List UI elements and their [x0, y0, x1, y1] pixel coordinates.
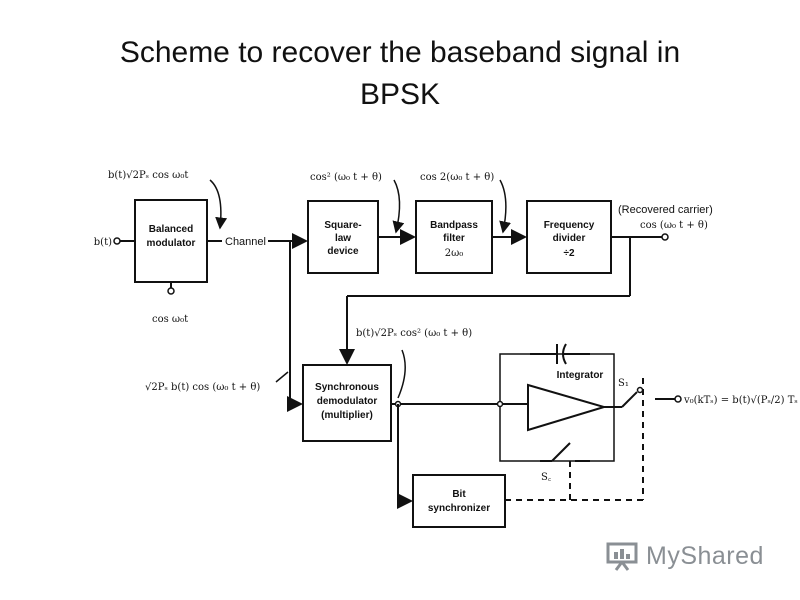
bit-sync-line-2: synchronizer [428, 503, 490, 514]
bandpass-line-2: filter [443, 233, 465, 244]
presentation-board-icon [606, 541, 640, 571]
received-signal-label: √2Pₛ b(t) cos (ω₀ t + θ) [145, 382, 260, 393]
bandpass-output-label: cos 2(ω₀ t + θ) [420, 172, 494, 183]
balanced-modulator-line-2: modulator [147, 238, 196, 249]
frequency-divider-block: Frequency divider ÷2 [526, 200, 612, 274]
sync-demod-line-1: Synchronous [315, 382, 379, 393]
bandpass-line-3: 2ω₀ [445, 248, 464, 259]
watermark: MyShared [606, 536, 764, 576]
frequency-divider-line-2: divider [553, 233, 586, 244]
square-law-line-1: Square- [324, 220, 361, 231]
square-law-output-label: cos² (ω₀ t + θ) [310, 172, 382, 183]
signal-wires [113, 179, 682, 509]
balanced-modulator-line-1: Balanced [149, 224, 193, 235]
demod-input-label: b(t)√2Pₛ cos² (ω₀ t + θ) [356, 328, 472, 339]
page-title: Scheme to recover the baseband signal in… [0, 32, 800, 116]
integrator-block: Integrator [499, 343, 615, 462]
carrier-input-label: cos ω₀t [152, 314, 188, 325]
channel-label: Channel [225, 236, 266, 248]
square-law-device-block: Square- law device [307, 200, 379, 274]
bit-sync-line-1: Bit [452, 489, 466, 500]
sync-demod-line-2: demodulator [317, 396, 378, 407]
modulator-input-label: b(t)√2Pₛ cos ω₀t [108, 170, 188, 181]
switch-sc-label: S꜀ [541, 472, 552, 483]
recovered-carrier-label: (Recovered carrier) [618, 204, 713, 216]
square-law-line-2: law [335, 233, 351, 244]
square-law-line-3: device [327, 246, 359, 257]
input-b-label: b(t) [94, 237, 112, 248]
bit-synchronizer-block: Bit synchronizer [412, 474, 506, 528]
frequency-divider-line-3: ÷2 [563, 248, 574, 259]
balanced-modulator-block: Balanced modulator [134, 199, 208, 283]
switch-s1-label: S₁ [618, 378, 629, 389]
watermark-text: MyShared [646, 541, 764, 570]
bandpass-line-1: Bandpass [430, 220, 478, 231]
output-expression-label: v₀(kTₛ) = b(t)√(Pₛ/2) Tₛ [683, 395, 798, 406]
integrator-label: Integrator [557, 370, 604, 381]
recovered-carrier-expr: cos (ω₀ t + θ) [640, 220, 708, 231]
sync-demod-line-3: (multiplier) [321, 410, 373, 421]
synchronous-demodulator-block: Synchronous demodulator (multiplier) [302, 364, 392, 442]
page-title-line-2: BPSK [359, 78, 441, 111]
bandpass-filter-block: Bandpass filter 2ω₀ [415, 200, 493, 274]
page-title-line-1: Scheme to recover the baseband signal in [119, 36, 681, 69]
frequency-divider-line-1: Frequency [544, 220, 595, 231]
